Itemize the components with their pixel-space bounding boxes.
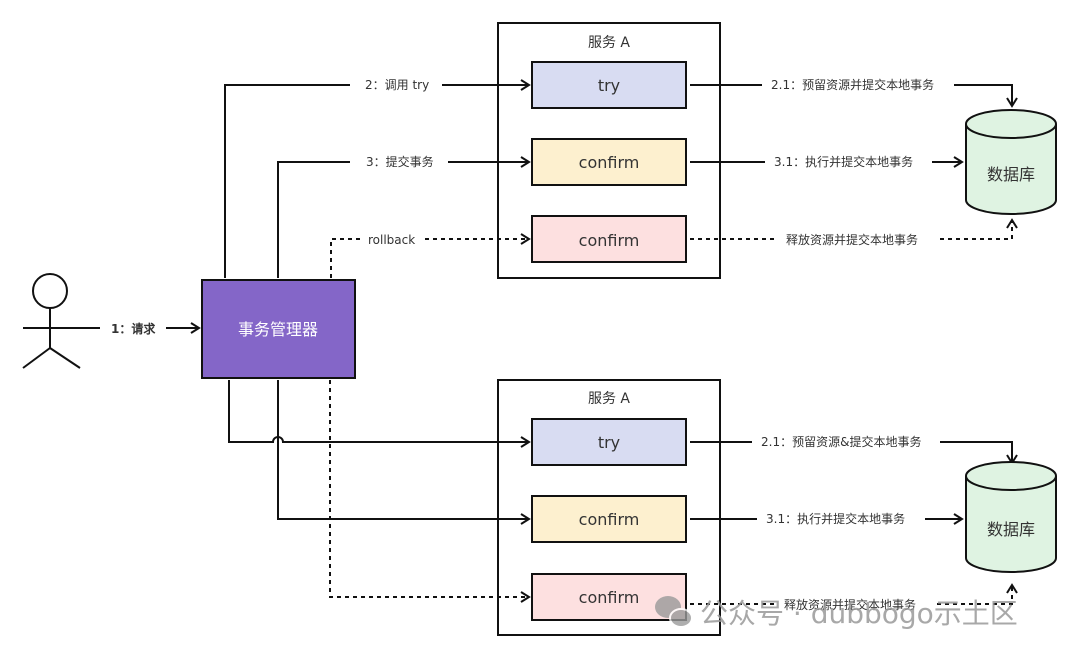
database-top[interactable]: 数据库 xyxy=(965,109,1057,215)
edge-commit-label: 3：提交事务 xyxy=(366,154,434,169)
database-label-top: 数据库 xyxy=(987,165,1035,184)
transaction-manager[interactable]: 事务管理器 xyxy=(201,279,356,379)
edge-call-try-bottom xyxy=(228,380,531,448)
confirm-step-bottom[interactable]: confirm xyxy=(531,495,687,543)
edge-call-try-top xyxy=(224,84,350,278)
edge-release-top-b xyxy=(940,218,1018,240)
request-label: 1：请求 xyxy=(111,321,156,336)
edge-reserve-label-bottom: 2.1：预留资源&提交本地事务 xyxy=(761,434,921,449)
wechat-icon xyxy=(655,596,693,628)
edge-execute-label-top: 3.1：执行并提交本地事务 xyxy=(774,154,913,169)
edge-execute-label-bottom: 3.1：执行并提交本地事务 xyxy=(766,511,905,526)
watermark-text: 公众号 · dubbogo示土区 xyxy=(700,597,1018,630)
try-step-top[interactable]: try xyxy=(531,61,687,109)
edge-release-bottom-b xyxy=(937,583,1018,605)
try-step-label: try xyxy=(598,433,620,452)
try-step-bottom[interactable]: try xyxy=(531,418,687,466)
edge-rollback-top xyxy=(330,238,360,278)
edge-reserve-bottom-b xyxy=(940,441,1018,465)
confirm-step-label: confirm xyxy=(579,510,640,529)
database-bottom[interactable]: 数据库 xyxy=(965,461,1057,573)
service-a-title-top: 服务 A xyxy=(588,35,630,51)
edge-call-try-label: 2：调用 try xyxy=(365,78,429,92)
service-a-title-bottom: 服务 A xyxy=(588,391,630,407)
edge-reserve-label-top: 2.1：预留资源并提交本地事务 xyxy=(771,77,934,92)
service-a-container-bottom xyxy=(497,379,721,636)
actor-user-icon xyxy=(22,273,100,369)
edge-commit-bottom xyxy=(277,380,531,525)
edge-rollback-bottom xyxy=(329,380,531,603)
database-label-bottom: 数据库 xyxy=(987,520,1035,539)
edge-reserve-top-b xyxy=(954,84,1018,108)
edge-rollback-label: rollback xyxy=(368,233,415,247)
cancel-step-label: confirm xyxy=(579,588,640,607)
service-a-container-top xyxy=(497,22,721,279)
confirm-step-top[interactable]: confirm xyxy=(531,138,687,186)
edge-commit-top xyxy=(277,161,350,278)
confirm-step-label: confirm xyxy=(579,153,640,172)
edge-release-label-bottom: 释放资源并提交本地事务 xyxy=(784,597,916,612)
edge-release-label-top: 释放资源并提交本地事务 xyxy=(786,232,918,247)
cancel-step-top[interactable]: confirm xyxy=(531,215,687,263)
try-step-label: try xyxy=(598,76,620,95)
transaction-manager-label: 事务管理器 xyxy=(238,320,318,339)
cancel-step-label: confirm xyxy=(579,231,640,250)
